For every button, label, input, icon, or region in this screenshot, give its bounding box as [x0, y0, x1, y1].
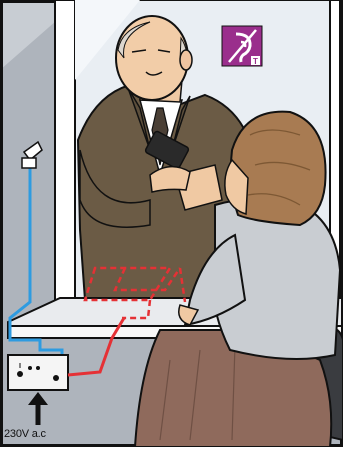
hearing-loop-symbol: T	[222, 26, 262, 66]
power-supply-label: 230V a.c	[4, 424, 64, 444]
loop-amplifier	[8, 355, 68, 390]
hearing-loop-badge: T	[253, 57, 258, 66]
